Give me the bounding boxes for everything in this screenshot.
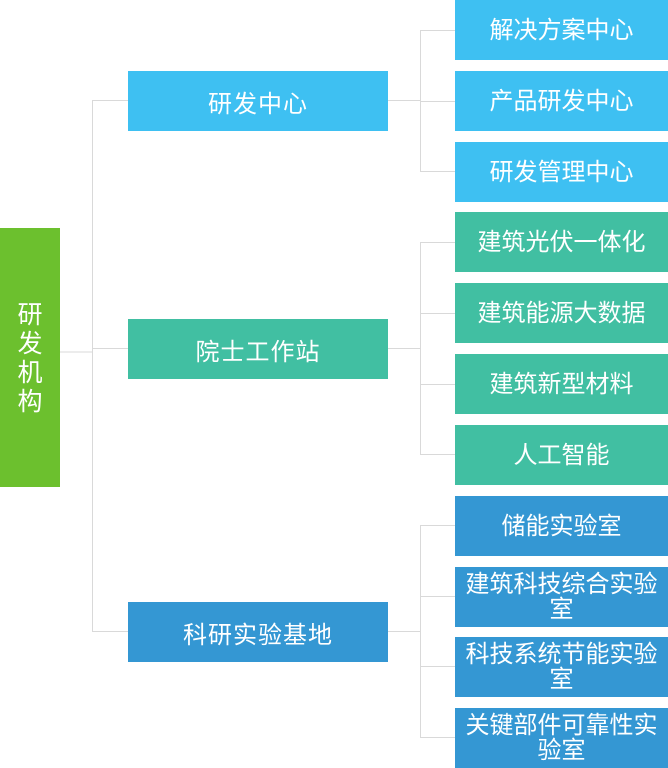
leaf-node: 解决方案中心 — [455, 0, 668, 60]
leaf-label: 建筑能源大数据 — [477, 298, 646, 327]
root-label: 研发机构 — [17, 299, 43, 416]
leaf-node: 建筑能源大数据 — [455, 283, 668, 343]
branch-label: 研发中心 — [208, 89, 308, 118]
leaf-node: 建筑光伏一体化 — [455, 212, 668, 272]
leaf-node: 产品研发中心 — [455, 71, 668, 131]
leaf-node: 建筑新型材料 — [455, 354, 668, 414]
leaf-label: 建筑新型材料 — [489, 369, 634, 398]
leaf-label: 建筑光伏一体化 — [477, 227, 646, 256]
leaf-node: 科技系统节能实验室 — [455, 637, 668, 697]
leaf-node: 关键部件可靠性实验室 — [455, 708, 668, 768]
leaf-node: 研发管理中心 — [455, 142, 668, 202]
branch-node-research-base: 科研实验基地 — [128, 602, 388, 662]
leaf-label: 人工智能 — [513, 440, 610, 469]
branch-label: 科研实验基地 — [183, 620, 333, 649]
leaf-label: 解决方案中心 — [489, 15, 634, 44]
leaf-label: 科技系统节能实验室 — [465, 640, 658, 693]
leaf-label: 研发管理中心 — [489, 157, 634, 186]
leaf-label: 储能实验室 — [501, 511, 622, 540]
leaf-label: 关键部件可靠性实验室 — [465, 711, 658, 764]
leaf-node: 建筑科技综合实验室 — [455, 567, 668, 627]
root-node: 研发机构 — [0, 228, 60, 487]
leaf-label: 产品研发中心 — [489, 86, 634, 115]
branch-node-academician-station: 院士工作站 — [128, 319, 388, 379]
branch-node-rd-center: 研发中心 — [128, 71, 388, 131]
leaf-label: 建筑科技综合实验室 — [465, 570, 658, 623]
leaf-node: 储能实验室 — [455, 496, 668, 556]
leaf-node: 人工智能 — [455, 425, 668, 485]
branch-label: 院士工作站 — [195, 337, 321, 366]
